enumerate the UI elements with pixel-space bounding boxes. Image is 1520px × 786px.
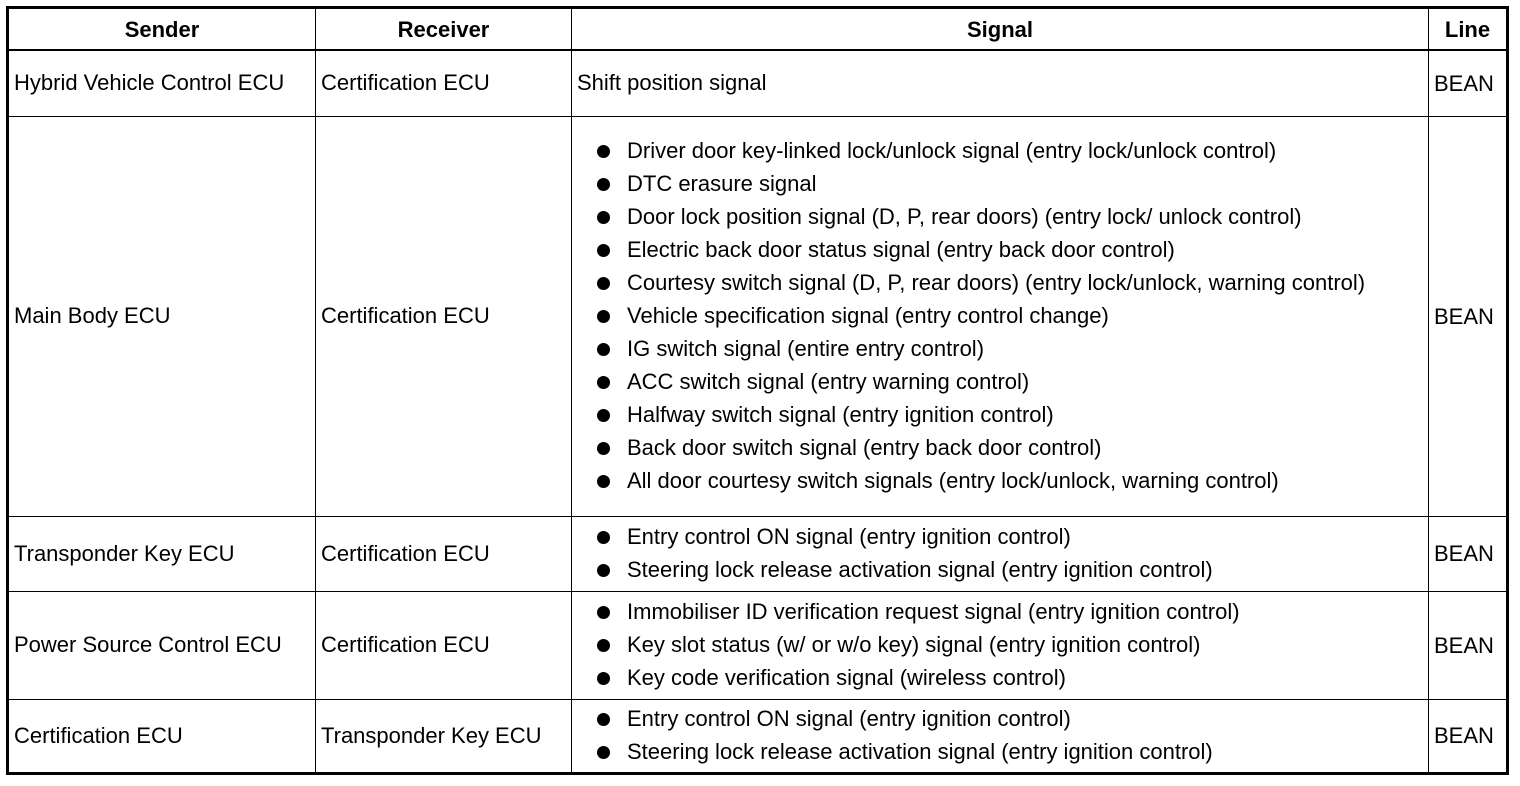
bullet-icon bbox=[597, 375, 610, 389]
signal-text: Key slot status (w/ or w/o key) signal (… bbox=[627, 631, 1201, 657]
signal-item: Key code verification signal (wireless c… bbox=[577, 662, 1423, 695]
bullet-icon bbox=[597, 144, 610, 158]
line-cell: BEAN bbox=[1428, 115, 1508, 517]
signal-item: Electric back door status signal (entry … bbox=[577, 234, 1423, 267]
header-signal: Signal bbox=[571, 7, 1429, 51]
receiver-cell: Transponder Key ECU bbox=[315, 698, 572, 774]
bullet-icon bbox=[597, 605, 610, 619]
signal-cell: Immobiliser ID verification request sign… bbox=[571, 590, 1429, 700]
bullet-icon bbox=[597, 243, 610, 257]
receiver-cell: Certification ECU bbox=[315, 115, 572, 517]
signal-item: All door courtesy switch signals (entry … bbox=[577, 465, 1423, 498]
signal-item: Steering lock release activation signal … bbox=[577, 554, 1423, 587]
line-cell: BEAN bbox=[1428, 49, 1508, 117]
signal-text: Immobiliser ID verification request sign… bbox=[627, 598, 1240, 624]
signal-text: All door courtesy switch signals (entry … bbox=[627, 467, 1279, 493]
bullet-icon bbox=[597, 638, 610, 652]
bullet-icon bbox=[597, 342, 610, 356]
signal-text: Courtesy switch signal (D, P, rear doors… bbox=[627, 269, 1366, 295]
signal-item: Halfway switch signal (entry ignition co… bbox=[577, 399, 1423, 432]
signal-text: Steering lock release activation signal … bbox=[627, 556, 1213, 582]
bullet-icon bbox=[597, 441, 610, 455]
signal-item: DTC erasure signal bbox=[577, 168, 1423, 201]
bullet-icon bbox=[597, 210, 610, 224]
signal-text: Steering lock release activation signal … bbox=[627, 738, 1213, 764]
sender-cell: Certification ECU bbox=[7, 698, 316, 774]
bullet-icon bbox=[597, 474, 610, 488]
signal-item: ACC switch signal (entry warning control… bbox=[577, 366, 1423, 399]
signal-list: Driver door key-linked lock/unlock signa… bbox=[577, 135, 1423, 498]
signal-list: Entry control ON signal (entry ignition … bbox=[577, 521, 1423, 587]
signal-text: Entry control ON signal (entry ignition … bbox=[627, 523, 1071, 549]
signal-item: Entry control ON signal (entry ignition … bbox=[577, 521, 1423, 554]
signal-item: Immobiliser ID verification request sign… bbox=[577, 596, 1423, 629]
bullet-icon bbox=[597, 309, 610, 323]
receiver-cell: Certification ECU bbox=[315, 590, 572, 700]
bullet-icon bbox=[597, 563, 610, 577]
sender-cell: Transponder Key ECU bbox=[7, 515, 316, 592]
line-cell: BEAN bbox=[1428, 515, 1508, 592]
signal-item: Courtesy switch signal (D, P, rear doors… bbox=[577, 267, 1423, 300]
signal-text: ACC switch signal (entry warning control… bbox=[627, 368, 1030, 394]
header-sender: Sender bbox=[7, 7, 316, 51]
bullet-icon bbox=[597, 408, 610, 422]
signal-list: Immobiliser ID verification request sign… bbox=[577, 596, 1423, 695]
signal-cell: Driver door key-linked lock/unlock signa… bbox=[571, 115, 1429, 517]
signal-item: Entry control ON signal (entry ignition … bbox=[577, 703, 1423, 736]
header-line: Line bbox=[1428, 7, 1508, 51]
header-receiver: Receiver bbox=[315, 7, 572, 51]
signal-text: IG switch signal (entire entry control) bbox=[627, 335, 985, 361]
signal-cell: Entry control ON signal (entry ignition … bbox=[571, 515, 1429, 592]
sender-cell: Main Body ECU bbox=[7, 115, 316, 517]
signal-list: Entry control ON signal (entry ignition … bbox=[577, 703, 1423, 769]
signal-item: Driver door key-linked lock/unlock signa… bbox=[577, 135, 1423, 168]
signal-text: Back door switch signal (entry back door… bbox=[627, 434, 1102, 460]
line-cell: BEAN bbox=[1428, 698, 1508, 774]
signal-cell: Shift position signal bbox=[571, 49, 1429, 117]
sender-cell: Hybrid Vehicle Control ECU bbox=[7, 49, 316, 117]
bullet-icon bbox=[597, 712, 610, 726]
line-cell: BEAN bbox=[1428, 590, 1508, 700]
signal-table: Sender Receiver Signal Line Hybrid Vehic… bbox=[6, 6, 1509, 775]
receiver-cell: Certification ECU bbox=[315, 49, 572, 117]
header-row: Sender Receiver Signal Line bbox=[7, 7, 1508, 51]
bullet-icon bbox=[597, 530, 610, 544]
signal-text: DTC erasure signal bbox=[627, 170, 817, 196]
signal-text: Electric back door status signal (entry … bbox=[627, 236, 1175, 262]
signal-item: Vehicle specification signal (entry cont… bbox=[577, 300, 1423, 333]
signal-item: IG switch signal (entire entry control) bbox=[577, 333, 1423, 366]
bullet-icon bbox=[597, 276, 610, 290]
bullet-icon bbox=[597, 177, 610, 191]
signal-text: Halfway switch signal (entry ignition co… bbox=[627, 401, 1054, 427]
sender-cell: Power Source Control ECU bbox=[7, 590, 316, 700]
signal-item: Door lock position signal (D, P, rear do… bbox=[577, 201, 1423, 234]
signal-text: Key code verification signal (wireless c… bbox=[627, 664, 1066, 690]
bullet-icon bbox=[597, 745, 610, 759]
signal-text: Door lock position signal (D, P, rear do… bbox=[627, 203, 1302, 229]
signal-item: Back door switch signal (entry back door… bbox=[577, 432, 1423, 465]
signal-text: Entry control ON signal (entry ignition … bbox=[627, 705, 1071, 731]
receiver-cell: Certification ECU bbox=[315, 515, 572, 592]
signal-text: Vehicle specification signal (entry cont… bbox=[627, 302, 1109, 328]
signal-item: Key slot status (w/ or w/o key) signal (… bbox=[577, 629, 1423, 662]
signal-text: Driver door key-linked lock/unlock signa… bbox=[627, 137, 1277, 163]
signal-item: Steering lock release activation signal … bbox=[577, 736, 1423, 769]
signal-cell: Entry control ON signal (entry ignition … bbox=[571, 698, 1429, 774]
bullet-icon bbox=[597, 671, 610, 685]
